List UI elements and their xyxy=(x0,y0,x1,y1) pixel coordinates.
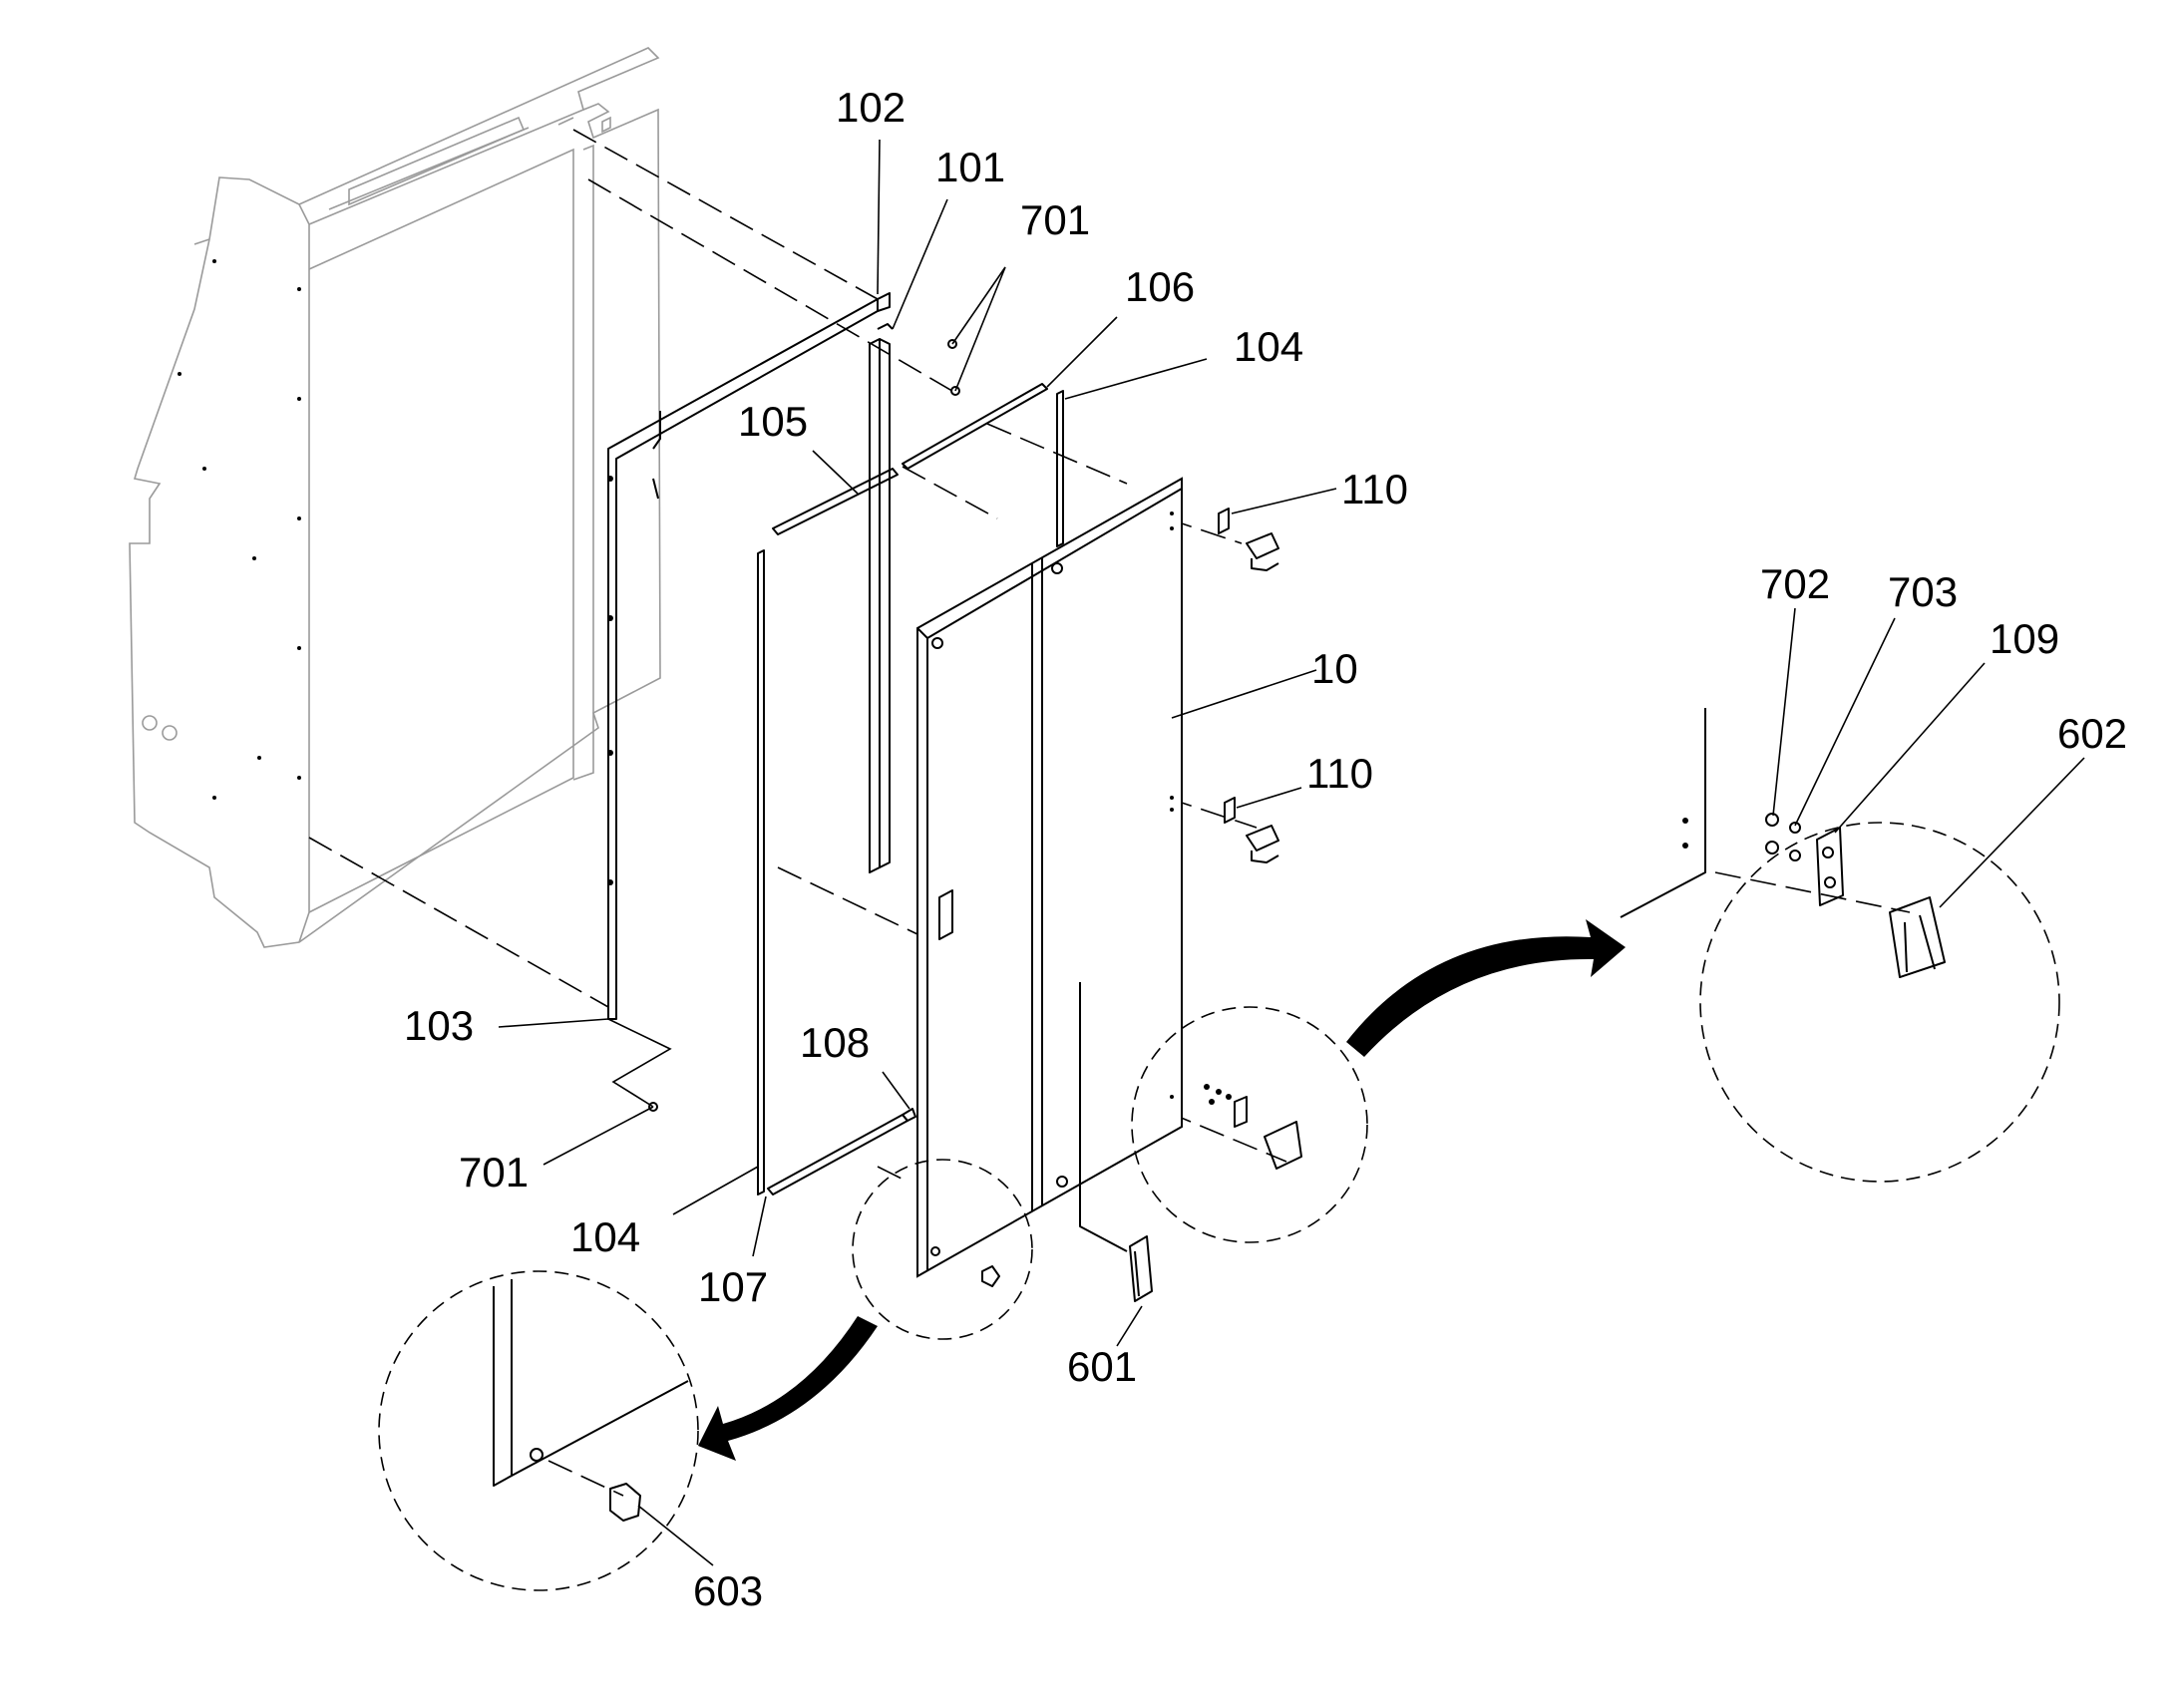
callout-10: 10 xyxy=(1311,645,1358,692)
part-110-hinge-bottom xyxy=(1224,797,1279,863)
hinge-detail-enlarged xyxy=(1620,708,1946,978)
callout-104-bottom: 104 xyxy=(570,1213,640,1260)
callout-107: 107 xyxy=(698,1263,768,1310)
part-101-vertical-channel xyxy=(869,323,894,873)
detail-arrows xyxy=(698,919,1626,1461)
callout-101: 101 xyxy=(935,144,1005,190)
leader-lines xyxy=(498,139,2085,1566)
callout-110-top: 110 xyxy=(1341,466,1408,512)
callout-601: 601 xyxy=(1067,1343,1137,1390)
callout-109: 109 xyxy=(1990,615,2059,662)
part-104-strip-left xyxy=(757,549,765,1196)
part-601-handle xyxy=(1079,982,1153,1302)
part-110-hinge-top xyxy=(1218,508,1279,571)
callout-603: 603 xyxy=(693,1567,763,1614)
callout-703: 703 xyxy=(1888,568,1958,615)
part-10-door-panel xyxy=(916,477,1183,1278)
callout-105: 105 xyxy=(738,398,808,445)
hinge-assembly-small xyxy=(1204,1084,1302,1170)
part-107-strip xyxy=(767,1114,908,1196)
callout-701-bottom: 701 xyxy=(459,1149,529,1196)
part-603-lock-small xyxy=(981,1265,1000,1287)
part-106-strip xyxy=(902,383,1048,470)
callout-108: 108 xyxy=(800,1019,870,1066)
part-701-screws xyxy=(648,339,960,1112)
callout-104-top: 104 xyxy=(1234,323,1303,370)
part-108-strip xyxy=(902,1108,916,1122)
callout-701-top: 701 xyxy=(1020,196,1090,243)
detail-circles xyxy=(378,822,2060,1591)
callout-102: 102 xyxy=(836,84,906,131)
callout-602: 602 xyxy=(2057,710,2127,757)
callout-labels: 102 101 701 106 104 105 110 10 110 702 7… xyxy=(404,84,2127,1614)
callout-106: 106 xyxy=(1125,263,1195,310)
cabinet-frame xyxy=(129,47,661,948)
callout-702: 702 xyxy=(1760,560,1830,607)
callout-103: 103 xyxy=(404,1002,474,1049)
part-104-strip-right xyxy=(1056,390,1064,547)
lock-detail-enlarged xyxy=(493,1279,689,1522)
callout-110-bottom: 110 xyxy=(1306,750,1373,797)
